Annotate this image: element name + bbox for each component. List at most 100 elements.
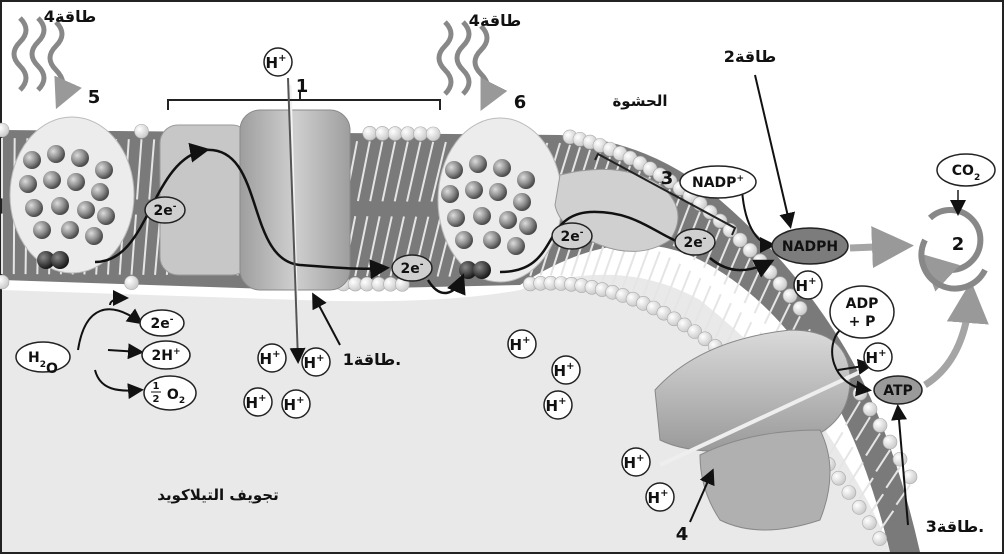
- svg-text:NADPH: NADPH: [782, 239, 838, 255]
- pigment-molecule: [507, 237, 525, 255]
- pigment-molecule: [519, 217, 537, 235]
- svg-text:+ P: + P: [849, 314, 876, 330]
- pigment-molecule: [71, 149, 89, 167]
- pigment-molecule: [499, 211, 517, 229]
- h-plus-ion: H+: [622, 448, 650, 476]
- label-light4-mid: طاقة4: [469, 11, 521, 30]
- h-plus-ion: H+: [258, 344, 286, 372]
- lipid-head: [733, 233, 747, 247]
- label-stroma: الحشوة: [612, 92, 667, 110]
- carbon-dioxide: CO2: [937, 154, 995, 186]
- svg-text:NADP+: NADP+: [692, 174, 744, 191]
- h-plus-ion: H+: [508, 330, 536, 358]
- nadph: NADPH: [772, 228, 848, 264]
- lipid-head: [426, 127, 440, 141]
- lipid-head: [125, 276, 139, 290]
- label-energy1: طاقة1.: [343, 350, 401, 369]
- atp: ATP: [874, 376, 922, 404]
- pigment-molecule: [473, 207, 491, 225]
- lipid-head: [862, 516, 876, 530]
- lipid-head: [873, 418, 887, 432]
- pigment-molecule: [445, 161, 463, 179]
- pigment-molecule: [25, 199, 43, 217]
- lipid-head: [873, 532, 887, 546]
- lipid-head: [743, 243, 757, 257]
- lipid-head: [793, 301, 807, 315]
- label-light4-left: طاقة4: [44, 7, 96, 26]
- lipid-head: [863, 402, 877, 416]
- lipid-head: [135, 124, 149, 138]
- label-lumen: تجويف التيلاكويد: [157, 486, 278, 504]
- number-1: 1: [296, 76, 309, 97]
- pigment-molecule: [447, 209, 465, 227]
- svg-text:ADP: ADP: [846, 296, 879, 312]
- pigment-molecule: [43, 171, 61, 189]
- pigment-molecule: [47, 145, 65, 163]
- pigment-molecule: [61, 221, 79, 239]
- electron-pair-water: 2e-: [140, 310, 184, 336]
- pigment-molecule: [455, 231, 473, 249]
- pigment-molecule: [465, 181, 483, 199]
- pigment-molecule: [23, 151, 41, 169]
- photosystem-6: [438, 118, 562, 282]
- electron-pair: 2e-: [145, 197, 185, 223]
- half-oxygen: 12O2: [144, 376, 196, 410]
- label-energy3: طاقة3.: [926, 517, 984, 536]
- pigment-molecule: [493, 159, 511, 177]
- svg-text:2: 2: [153, 394, 160, 405]
- reaction-center: [51, 251, 69, 269]
- pigment-molecule: [19, 175, 37, 193]
- number-3: 3: [661, 168, 674, 189]
- pigment-molecule: [483, 231, 501, 249]
- lipid-head: [401, 127, 415, 141]
- adp-plus-phosphate: ADP + P: [830, 286, 894, 338]
- svg-text:1: 1: [153, 381, 160, 392]
- h-plus-ion: H+: [544, 391, 572, 419]
- lipid-head: [414, 127, 428, 141]
- lipid-head: [773, 277, 787, 291]
- lipid-head: [388, 127, 402, 141]
- number-2: 2: [952, 234, 965, 255]
- lipid-head: [763, 265, 777, 279]
- lipid-head: [842, 485, 856, 499]
- electron-pair: 2e-: [392, 255, 432, 281]
- lipid-head: [363, 126, 377, 140]
- pigment-molecule: [85, 227, 103, 245]
- h-plus-ion: H+: [794, 271, 822, 299]
- h-plus-ion: H+: [552, 356, 580, 384]
- pigment-molecule: [77, 201, 95, 219]
- h-plus-ion: H+: [244, 388, 272, 416]
- h-plus-ion: H+: [864, 343, 892, 371]
- h-plus-ion: H+: [302, 348, 330, 376]
- electron-pair: 2e-: [552, 223, 592, 249]
- pigment-molecule: [33, 221, 51, 239]
- lipid-head: [852, 500, 866, 514]
- number-6: 6: [514, 92, 527, 113]
- pigment-molecule: [513, 193, 531, 211]
- svg-text:ATP: ATP: [883, 383, 913, 399]
- pigment-molecule: [51, 197, 69, 215]
- reaction-center: [473, 261, 491, 279]
- pigment-molecule: [67, 173, 85, 191]
- nadp-plus: NADP+: [680, 166, 756, 198]
- h-plus-ion: H+: [264, 48, 292, 76]
- lipid-head: [375, 126, 389, 140]
- lipid-head: [832, 471, 846, 485]
- pigment-molecule: [91, 183, 109, 201]
- number-4: 4: [676, 524, 689, 545]
- photosystem-5: [10, 117, 134, 273]
- pigment-molecule: [441, 185, 459, 203]
- number-5: 5: [88, 87, 101, 108]
- electron-pair: 2e-: [675, 229, 715, 255]
- h-plus-ion: H+: [646, 483, 674, 511]
- pigment-molecule: [95, 161, 113, 179]
- h-plus-ion: H+: [282, 390, 310, 418]
- lipid-head: [893, 452, 907, 466]
- pigment-molecule: [97, 207, 115, 225]
- two-h-plus: 2H+: [142, 341, 190, 369]
- lipid-head: [883, 435, 897, 449]
- pigment-molecule: [489, 183, 507, 201]
- pigment-molecule: [517, 171, 535, 189]
